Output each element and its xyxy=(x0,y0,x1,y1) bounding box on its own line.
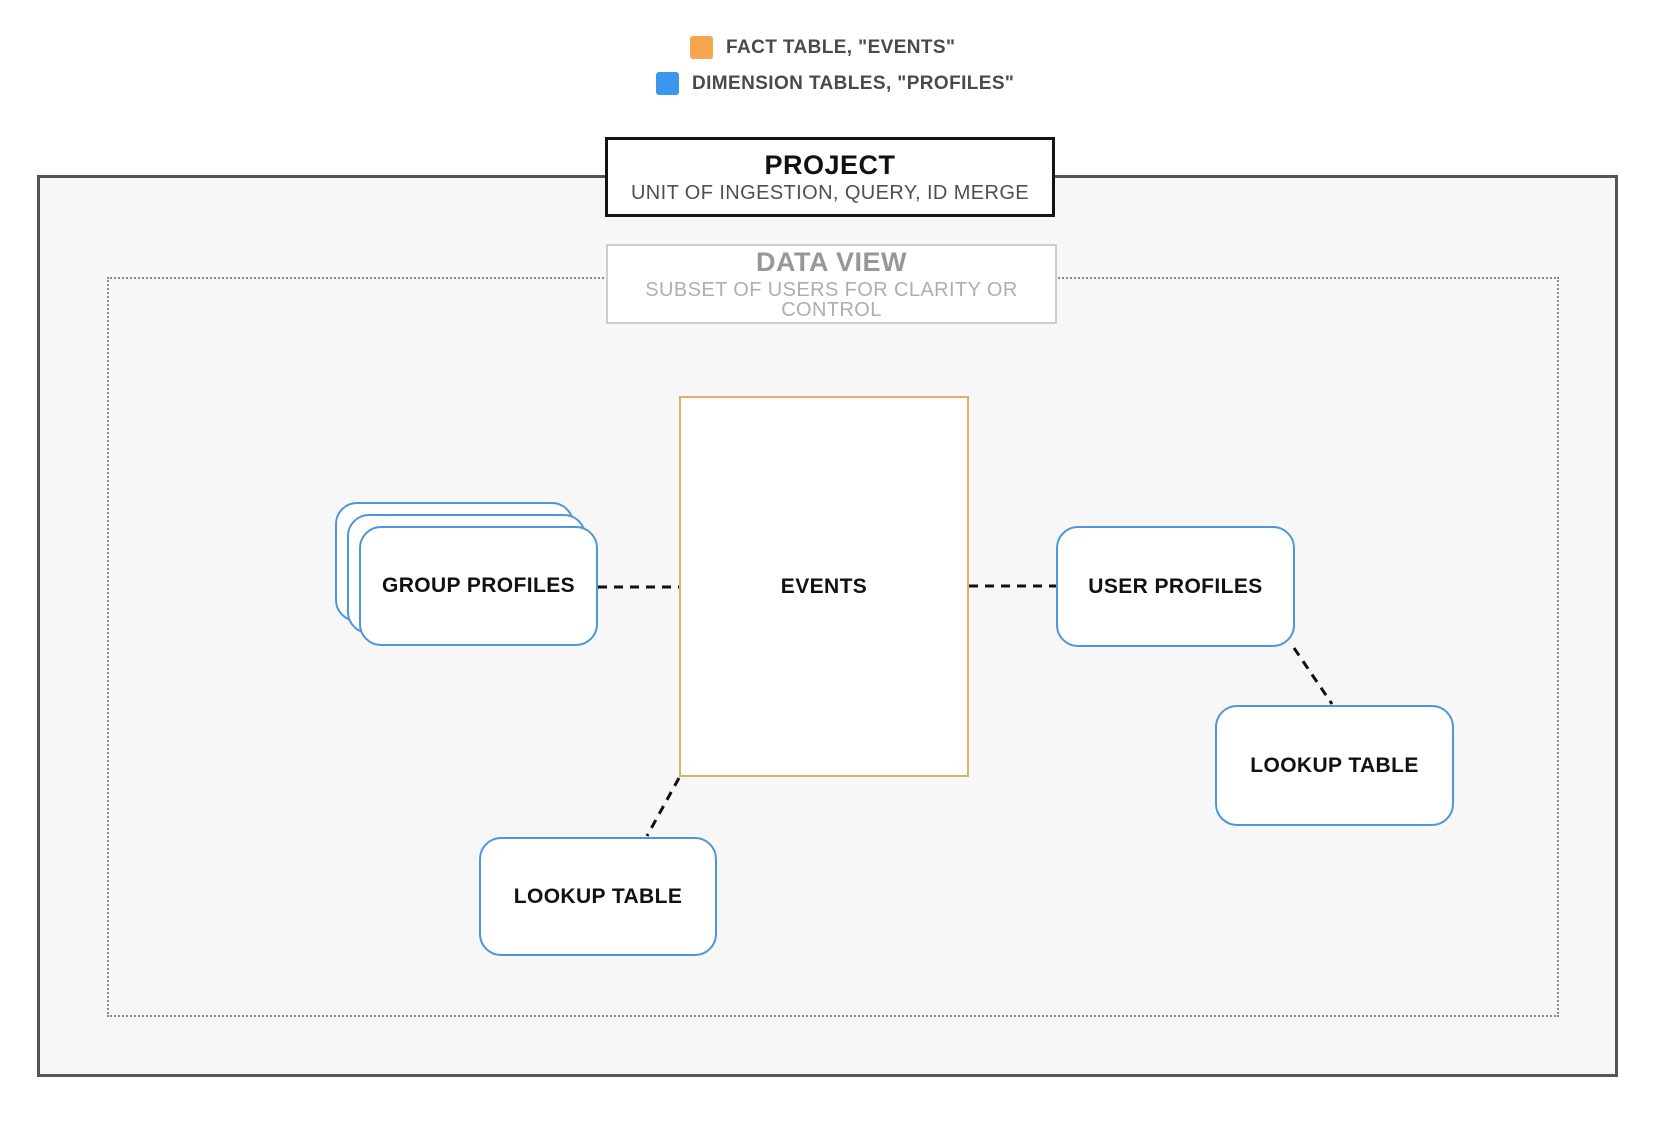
node-group-profiles: GROUP PROFILES xyxy=(359,526,598,646)
node-group-profiles-label: GROUP PROFILES xyxy=(381,574,576,597)
node-events-label: EVENTS xyxy=(780,574,868,598)
node-lookup-table-left-label: LOOKUP TABLE xyxy=(513,884,683,908)
project-title: PROJECT xyxy=(764,149,896,180)
project-header-box: PROJECT UNIT OF INGESTION, QUERY, ID MER… xyxy=(605,137,1055,217)
data-view-header-box: DATA VIEW SUBSET OF USERS FOR CLARITY OR… xyxy=(606,244,1057,324)
node-lookup-table-left: LOOKUP TABLE xyxy=(479,837,717,956)
data-view-subtitle: SUBSET OF USERS FOR CLARITY OR CONTROL xyxy=(645,278,1018,321)
data-view-title: DATA VIEW xyxy=(756,246,907,277)
legend-item-dimension-tables: DIMENSION TABLES, "PROFILES" xyxy=(656,72,1014,95)
dimension-tables-swatch-icon xyxy=(656,72,679,95)
node-events: EVENTS xyxy=(679,396,969,777)
node-lookup-table-right: LOOKUP TABLE xyxy=(1215,705,1454,826)
fact-table-swatch-icon xyxy=(690,36,713,59)
legend-label-fact-table: FACT TABLE, "EVENTS" xyxy=(726,36,956,58)
node-lookup-table-right-label: LOOKUP TABLE xyxy=(1250,753,1419,777)
node-user-profiles-label: USER PROFILES xyxy=(1088,574,1263,598)
project-subtitle: UNIT OF INGESTION, QUERY, ID MERGE xyxy=(630,181,1030,204)
node-user-profiles: USER PROFILES xyxy=(1056,526,1295,647)
legend-label-dimension-tables: DIMENSION TABLES, "PROFILES" xyxy=(692,72,1015,94)
legend-item-fact-table: FACT TABLE, "EVENTS" xyxy=(690,36,955,59)
